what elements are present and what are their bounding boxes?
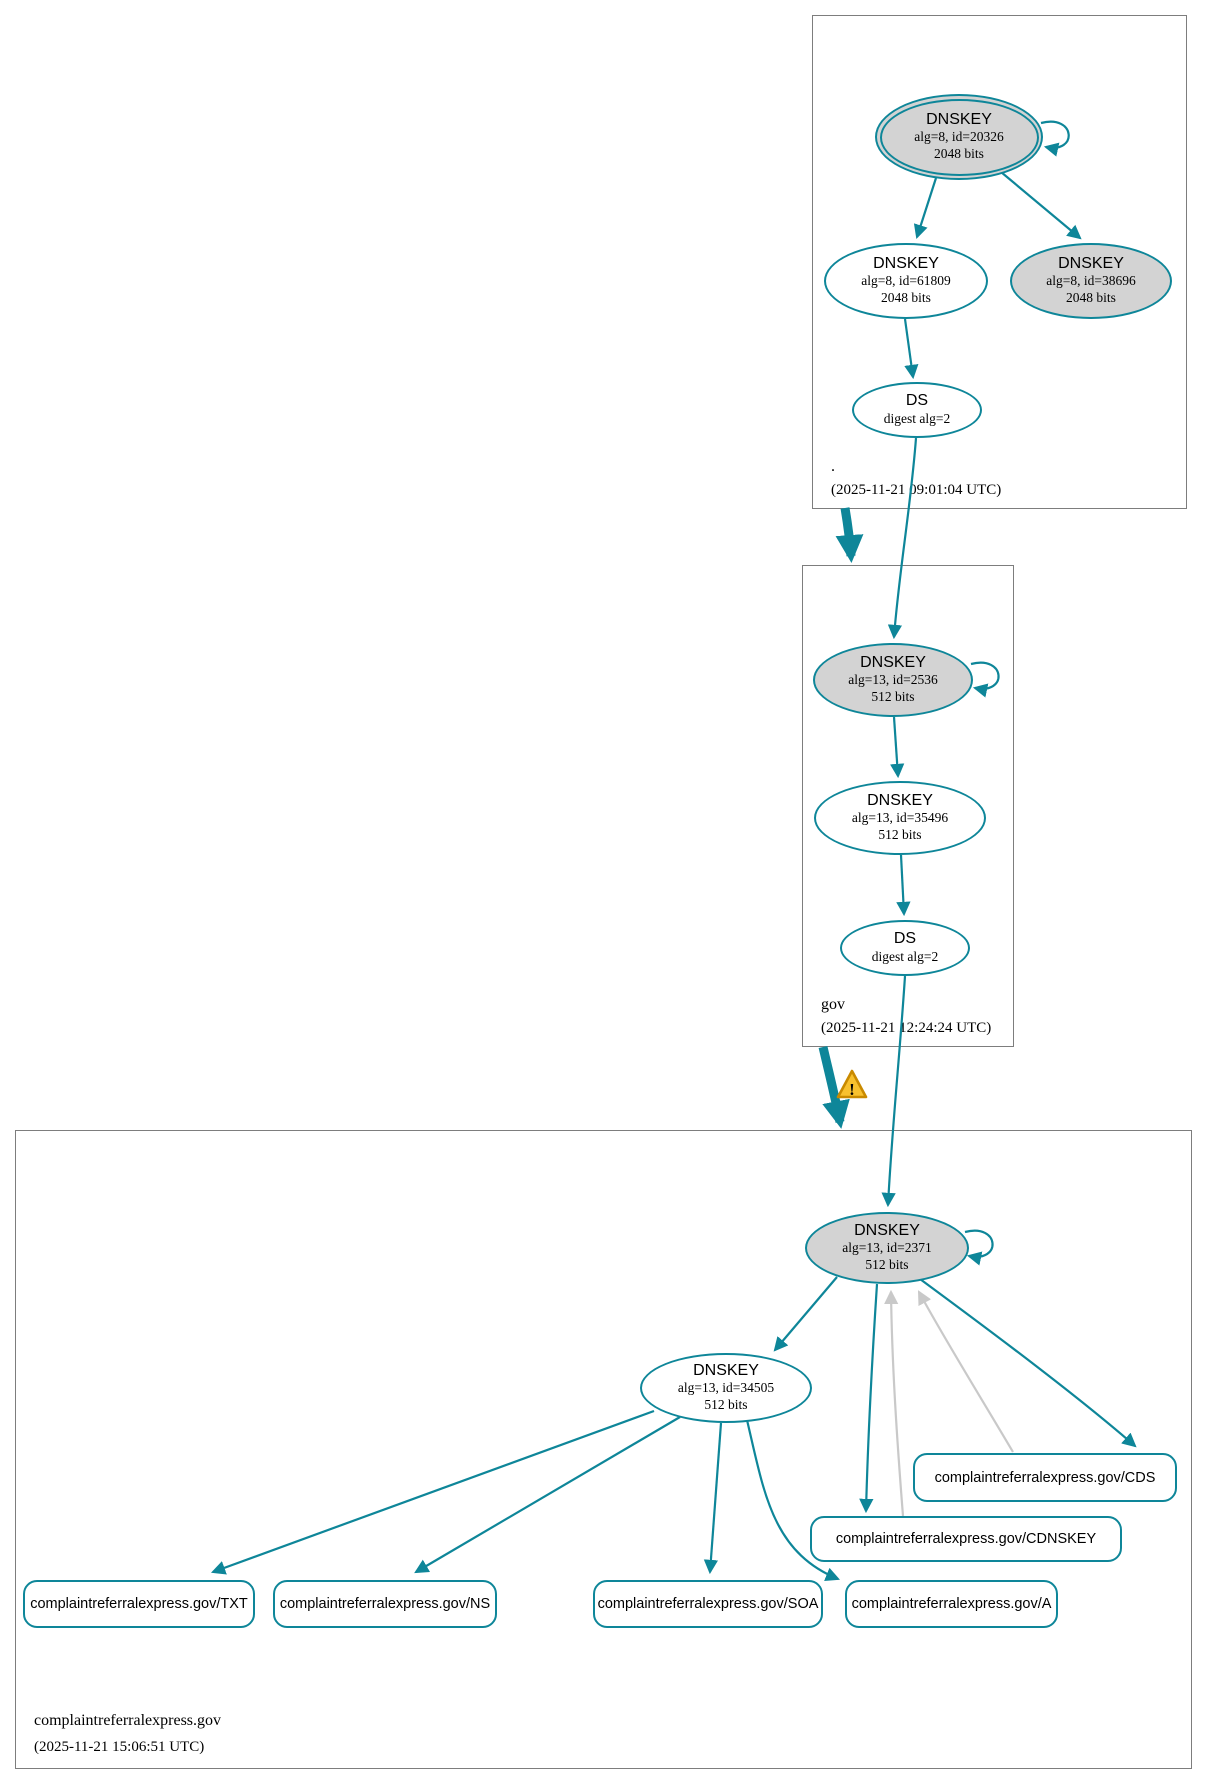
node-detail: alg=8, id=61809 (861, 273, 951, 289)
edge-root-ds-to-gov-ksk (887, 437, 918, 640)
edge-domain-ksk-to-cdnskey (859, 1283, 879, 1514)
root-zsk-dnskey-node: DNSKEY alg=8, id=61809 2048 bits (824, 243, 988, 319)
node-detail: digest alg=2 (883, 410, 951, 426)
node-type: DNSKEY (867, 791, 933, 809)
edge-gov-ds-to-domain-ksk (881, 975, 907, 1208)
gov-ds-node: DS digest alg=2 (840, 920, 970, 976)
edge-domain-zsk-to-a (745, 1419, 840, 1582)
edge-root-ksk-to-zsk (913, 177, 938, 240)
zone-label-gov: gov (821, 996, 845, 1013)
rrset-a: complaintreferralexpress.gov/A (845, 1580, 1058, 1628)
zone-timestamp-root: (2025-11-21 09:01:04 UTC) (831, 482, 1002, 498)
gov-ksk-dnskey-node: DNSKEY alg=13, id=2536 512 bits (813, 643, 973, 717)
zone-timestamp-domain: (2025-11-21 15:06:51 UTC) (34, 1739, 205, 1755)
node-bits: 2048 bits (881, 290, 931, 306)
domain-ksk-dnskey-node: DNSKEY alg=13, id=2371 512 bits (805, 1212, 969, 1284)
edge-cds-to-ksk-gray (917, 1290, 1014, 1453)
zone-box-root: . (2025-11-21 09:01:04 UTC) (812, 15, 1187, 509)
rrset-soa: complaintreferralexpress.gov/SOA (593, 1580, 823, 1628)
node-detail: alg=8, id=20326 (914, 129, 1004, 145)
root-ksk2-dnskey-node: DNSKEY alg=8, id=38696 2048 bits (1010, 243, 1172, 319)
edge-domain-zsk-to-txt (210, 1409, 655, 1575)
node-bits: 2048 bits (934, 146, 984, 162)
edge-domain-zsk-to-soa (703, 1422, 723, 1575)
node-type: DNSKEY (873, 254, 939, 272)
svg-text:!: ! (849, 1080, 855, 1099)
node-detail: alg=13, id=34505 (677, 1380, 775, 1396)
domain-zsk-dnskey-node: DNSKEY alg=13, id=34505 512 bits (640, 1353, 812, 1423)
warning-icon: ! (836, 1069, 868, 1099)
edge-root-zsk-to-ds (903, 318, 919, 380)
edge-gov-to-domain-delegation (818, 1045, 850, 1129)
node-bits: 512 bits (878, 827, 922, 843)
edge-domain-zsk-to-ns (414, 1416, 681, 1574)
zone-label-domain: complaintreferralexpress.gov (34, 1712, 222, 1729)
rrset-txt: complaintreferralexpress.gov/TXT (23, 1580, 255, 1628)
node-type: DS (893, 930, 917, 948)
root-ds-node: DS digest alg=2 (852, 382, 982, 438)
edge-root-to-gov-delegation (835, 507, 864, 563)
edge-root-ksk-to-ksk2 (1000, 171, 1082, 240)
node-bits: 512 bits (871, 689, 915, 705)
rrset-cds: complaintreferralexpress.gov/CDS (913, 1453, 1177, 1502)
node-bits: 2048 bits (1066, 290, 1116, 306)
gov-zsk-dnskey-node: DNSKEY alg=13, id=35496 512 bits (814, 781, 986, 855)
edge-root-ksk-selfloop (1040, 120, 1070, 157)
zone-timestamp-gov: (2025-11-21 12:24:24 UTC) (821, 1020, 992, 1036)
edge-gov-ksk-to-zsk (890, 716, 905, 779)
edge-domain-ksk-to-zsk (773, 1276, 838, 1352)
edge-gov-ksk-selfloop (970, 661, 1000, 698)
node-detail: alg=13, id=2536 (848, 672, 938, 688)
edge-domain-ksk-to-cds (919, 1278, 1137, 1448)
zone-box-gov: gov (2025-11-21 12:24:24 UTC) (802, 565, 1014, 1047)
zone-box-domain: complaintreferralexpress.gov (2025-11-21… (15, 1130, 1192, 1769)
node-type: DNSKEY (926, 110, 992, 128)
edge-gov-zsk-to-ds (896, 854, 911, 917)
node-bits: 512 bits (704, 1397, 748, 1413)
zone-label-root: . (831, 458, 835, 475)
edge-domain-ksk-selfloop (964, 1229, 994, 1266)
node-type: DNSKEY (860, 653, 926, 671)
node-type: DNSKEY (693, 1361, 759, 1379)
node-detail: alg=13, id=35496 (851, 810, 949, 826)
node-detail: alg=13, id=2371 (842, 1240, 932, 1256)
node-type: DS (905, 392, 929, 410)
root-ksk-dnskey-node: DNSKEY alg=8, id=20326 2048 bits (875, 94, 1043, 180)
node-detail: alg=8, id=38696 (1046, 273, 1136, 289)
rrset-ns: complaintreferralexpress.gov/NS (273, 1580, 497, 1628)
node-bits: 512 bits (865, 1257, 909, 1273)
node-type: DNSKEY (1058, 254, 1124, 272)
node-detail: digest alg=2 (871, 948, 939, 964)
edge-cdnskey-to-ksk-gray (884, 1289, 905, 1517)
node-type: DNSKEY (854, 1221, 920, 1239)
rrset-cdnskey: complaintreferralexpress.gov/CDNSKEY (810, 1516, 1122, 1562)
